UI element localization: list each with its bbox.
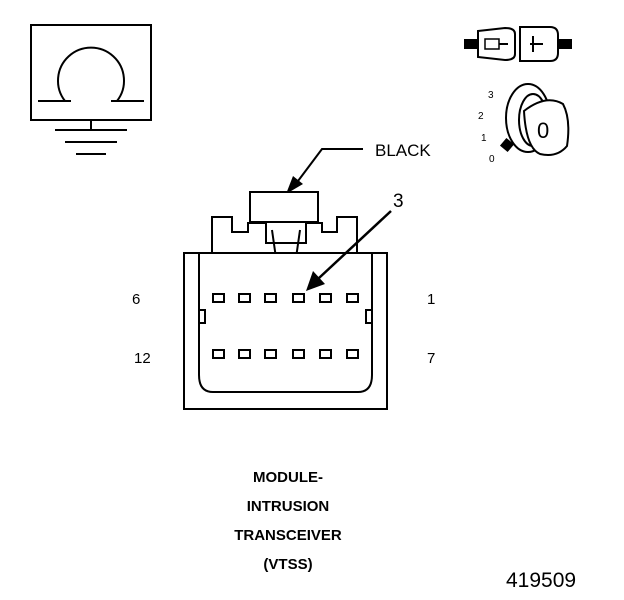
pin-1: [346, 293, 359, 303]
color-callout-arrowhead: [286, 176, 303, 194]
ground-symbol-icon: [30, 24, 152, 155]
switch-position-1: 1: [481, 133, 487, 144]
switch-position-0: 0: [489, 154, 495, 165]
figure-number: 419509: [506, 569, 576, 592]
pin-5: [238, 293, 251, 303]
pin-11: [238, 349, 251, 359]
pin-label-bottom-right: 7: [427, 350, 435, 367]
pin-callout-arrowhead: [306, 271, 325, 291]
switch-position-2: 2: [478, 111, 484, 122]
title-line-4: (VTSS): [263, 556, 312, 573]
pin-12: [212, 349, 225, 359]
pin-6: [212, 293, 225, 303]
color-callout-leader: [297, 148, 363, 182]
switch-position-3: 3: [488, 90, 494, 101]
pin-3: [292, 293, 305, 303]
pin-8: [319, 349, 332, 359]
pin-label-bottom-left: 12: [134, 350, 151, 367]
pin-7: [346, 349, 359, 359]
pin-callout-leader: [318, 210, 392, 279]
connector-halves-icon: [464, 26, 572, 62]
connector-color-label: BLACK: [375, 141, 431, 160]
pin-2: [319, 293, 332, 303]
component-title: MODULE- INTRUSION TRANSCEIVER (VTSS): [234, 469, 342, 573]
title-line-1: MODULE-: [253, 469, 323, 486]
pin-callout-number: 3: [393, 191, 404, 212]
connector-body: [183, 191, 388, 410]
title-line-2: INTRUSION: [247, 498, 330, 515]
key-label: 0: [537, 118, 549, 143]
pin-9: [292, 349, 305, 359]
pin-row-top: [212, 293, 359, 303]
ignition-key-icon: [499, 83, 570, 156]
pin-label-top-right: 1: [427, 291, 435, 308]
pin-4: [264, 293, 277, 303]
pin-label-top-left: 6: [132, 291, 140, 308]
title-line-3: TRANSCEIVER: [234, 527, 342, 544]
pin-10: [264, 349, 277, 359]
pin-row-bottom: [212, 349, 359, 359]
